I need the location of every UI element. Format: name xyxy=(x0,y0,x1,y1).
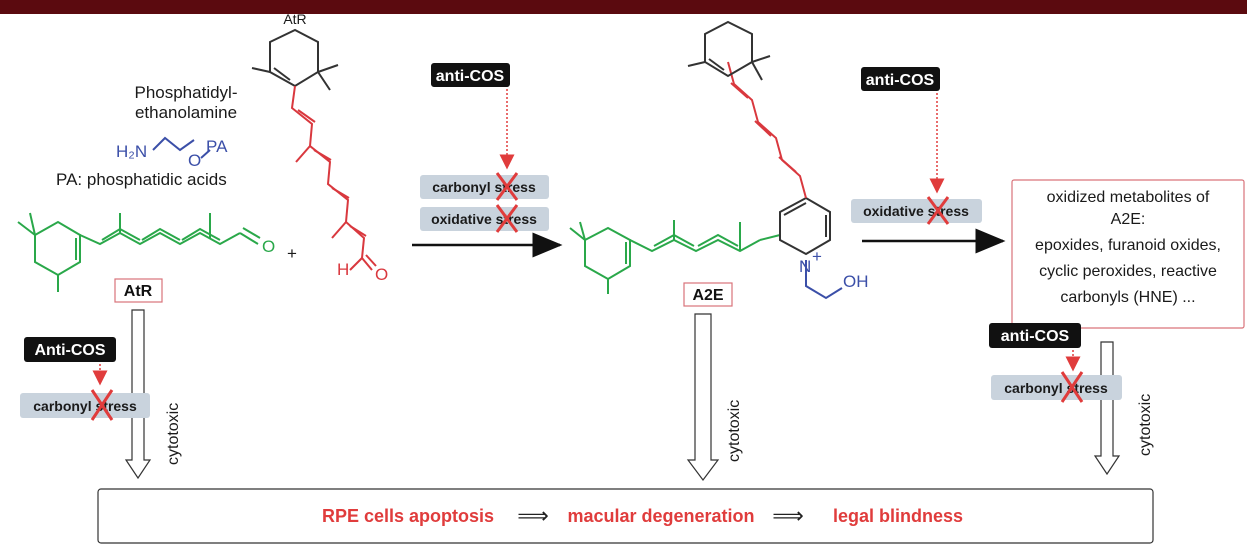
a2e-hydroxyl: OH xyxy=(843,272,869,291)
oxidized-line-3: epoxides, furanoid oxides, xyxy=(1035,237,1221,254)
a2e-molecule xyxy=(569,20,843,300)
outcome-macular-degeneration: macular degeneration xyxy=(567,506,754,526)
oxidative-stress-box-2 xyxy=(851,199,982,223)
atr-top-label: AtR xyxy=(283,11,306,27)
anti-cos-label-right: anti-COS xyxy=(1001,328,1070,345)
cross-mark-3 xyxy=(926,196,950,225)
atr-red-aldehyde-o: O xyxy=(375,265,388,284)
plus-sign: + xyxy=(287,244,297,263)
carbonyl-stress-label-1: carbonyl stress xyxy=(432,179,536,195)
carbonyl-stress-box-1 xyxy=(420,175,549,199)
cytotoxic-arrow-middle xyxy=(686,313,720,481)
outcome-rpe-apoptosis: RPE cells apoptosis xyxy=(322,506,494,526)
cytotoxic-label-left: cytotoxic xyxy=(165,403,182,465)
outcome-legal-blindness: legal blindness xyxy=(833,506,963,526)
oxidized-line-4: cyclic peroxides, reactive xyxy=(1039,263,1217,280)
anti-cos-label-left: Anti-COS xyxy=(34,342,105,359)
cross-mark-2 xyxy=(495,204,519,233)
oxidative-stress-label-2: oxidative stress xyxy=(863,203,969,219)
anti-cos-label-2: anti-COS xyxy=(866,72,935,89)
oxidative-stress-label-1: oxidative stress xyxy=(431,211,537,227)
oxidized-metabolites-box xyxy=(1011,179,1245,329)
carbonyl-stress-label-left: carbonyl stress xyxy=(33,398,137,414)
atr-green-molecule xyxy=(17,212,261,292)
outcome-arrow-2: ⟹ xyxy=(772,503,804,528)
atr-label: AtR xyxy=(124,283,153,300)
a2e-label-box xyxy=(683,282,733,307)
cross-mark-right xyxy=(1060,371,1084,403)
oxidized-line-2: A2E: xyxy=(1111,211,1146,228)
atr-red-aldehyde-h: H xyxy=(337,260,349,279)
atr-label-box xyxy=(114,278,163,303)
cytotoxic-arrow-right xyxy=(1093,341,1121,476)
atr-red-molecule xyxy=(251,28,377,271)
anti-cos-label-1: anti-COS xyxy=(436,68,505,85)
oxidative-stress-box-1 xyxy=(420,207,549,231)
oxidized-line-1: oxidized metabolites of xyxy=(1047,189,1210,206)
pe-oxygen-label: O xyxy=(188,151,201,170)
atr-aldehyde-oxygen: O xyxy=(262,237,275,256)
a2e-nitrogen-charge: + xyxy=(812,247,822,266)
cross-mark-left xyxy=(90,389,114,421)
pe-amine-label: H₂N xyxy=(116,142,147,161)
a2e-label: A2E xyxy=(692,287,723,304)
pe-o-bond xyxy=(200,149,211,159)
pa-definition: PA: phosphatidic acids xyxy=(56,170,227,189)
outcome-box xyxy=(97,488,1154,544)
carbonyl-stress-box-left xyxy=(20,393,150,418)
carbonyl-stress-label-right: carbonyl stress xyxy=(1004,380,1108,396)
anti-cos-box-1 xyxy=(431,63,510,87)
anti-cos-box-right xyxy=(989,323,1081,348)
anti-cos-box-2 xyxy=(861,67,940,91)
a2e-nitrogen: N xyxy=(799,257,811,276)
carbonyl-stress-box-right xyxy=(991,375,1122,400)
anti-cos-box-left xyxy=(24,337,116,362)
pe-name-line2: ethanolamine xyxy=(135,103,237,122)
pe-pa-label: PA xyxy=(206,137,228,156)
outcome-arrow-1: ⟹ xyxy=(517,503,549,528)
cross-mark-1 xyxy=(495,172,519,201)
top-bar-fill xyxy=(0,0,1247,14)
pe-chain-bond xyxy=(152,136,195,152)
pe-name-line1: Phosphatidyl- xyxy=(134,83,237,102)
cytotoxic-label-middle: cytotoxic xyxy=(726,400,743,462)
oxidized-line-5: carbonyls (HNE) ... xyxy=(1060,289,1195,306)
cytotoxic-label-right: cytotoxic xyxy=(1137,394,1154,456)
